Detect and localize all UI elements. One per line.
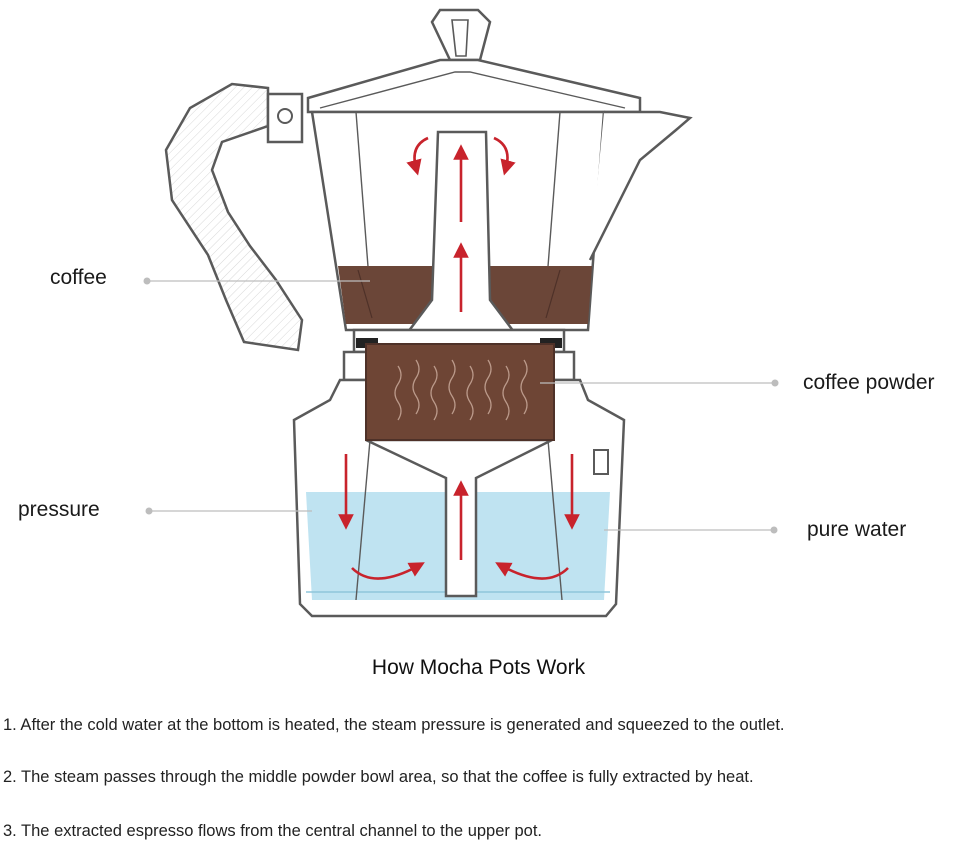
step-1: 1. After the cold water at the bottom is…	[3, 716, 785, 734]
arrow-curve-left	[406, 136, 429, 176]
diagram-title: How Mocha Pots Work	[371, 656, 586, 679]
step-2: 2. The steam passes through the middle p…	[3, 768, 754, 786]
label-coffee-powder: coffee powder	[803, 371, 935, 394]
moka-pot-diagram	[143, 8, 779, 618]
step-3: 3. The extracted espresso flows from the…	[3, 822, 542, 840]
leader-lines	[143, 277, 779, 534]
arrow-swirl-right	[495, 562, 569, 580]
coffee-powder-basket	[365, 343, 555, 441]
arrow-curve-right	[493, 136, 516, 176]
lid-knob	[430, 8, 492, 62]
label-coffee: coffee	[50, 266, 107, 289]
handle	[164, 82, 304, 352]
label-pure-water: pure water	[807, 518, 907, 541]
lid	[306, 58, 642, 114]
flow-arrows	[338, 136, 580, 580]
upper-chamber	[310, 110, 693, 334]
label-pressure: pressure	[18, 498, 100, 521]
arrow-swirl-left	[351, 562, 425, 580]
